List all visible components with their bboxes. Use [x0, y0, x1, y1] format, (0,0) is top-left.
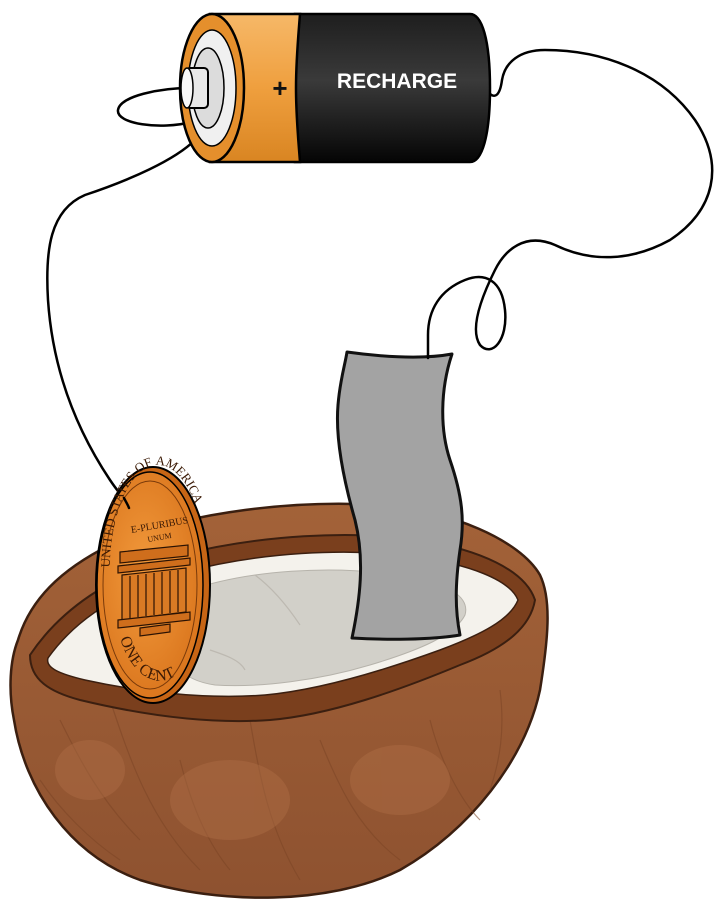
- wire-to-penny: [47, 88, 195, 502]
- battery-label: RECHARGE: [337, 70, 457, 93]
- penny-icon: UNITED STATES OF AMERICA ONE CENT E-PLUR…: [96, 453, 210, 703]
- coconut-icon: [11, 504, 548, 898]
- battery-plus-sign: +: [272, 73, 287, 103]
- battery-icon: + RECHARGE: [180, 14, 490, 162]
